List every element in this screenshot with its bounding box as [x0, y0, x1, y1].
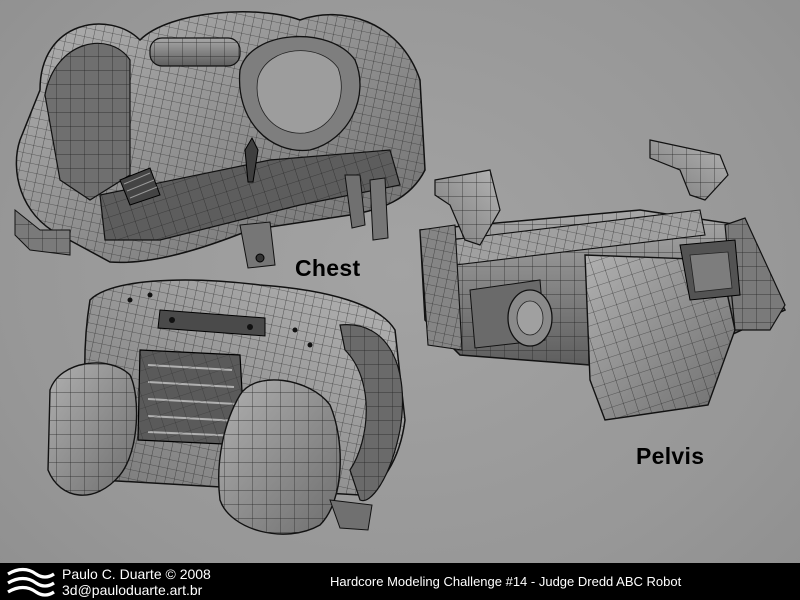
challenge-title: Hardcore Modeling Challenge #14 - Judge …: [330, 574, 682, 589]
wireframe-render: [14, 11, 787, 535]
chest-label: Chest: [295, 255, 361, 281]
pelvis-model: [419, 139, 787, 421]
author-email: 3d@pauloduarte.art.br: [62, 582, 203, 598]
chest-model-top: [14, 11, 426, 269]
author-credit: Paulo C. Duarte © 2008: [62, 566, 211, 582]
stylized-waves-logo-icon: [7, 567, 55, 597]
footer-bar: Paulo C. Duarte © 2008 3d@pauloduarte.ar…: [0, 563, 800, 600]
chest-model-bottom: [47, 279, 406, 535]
pelvis-label: Pelvis: [636, 443, 705, 469]
